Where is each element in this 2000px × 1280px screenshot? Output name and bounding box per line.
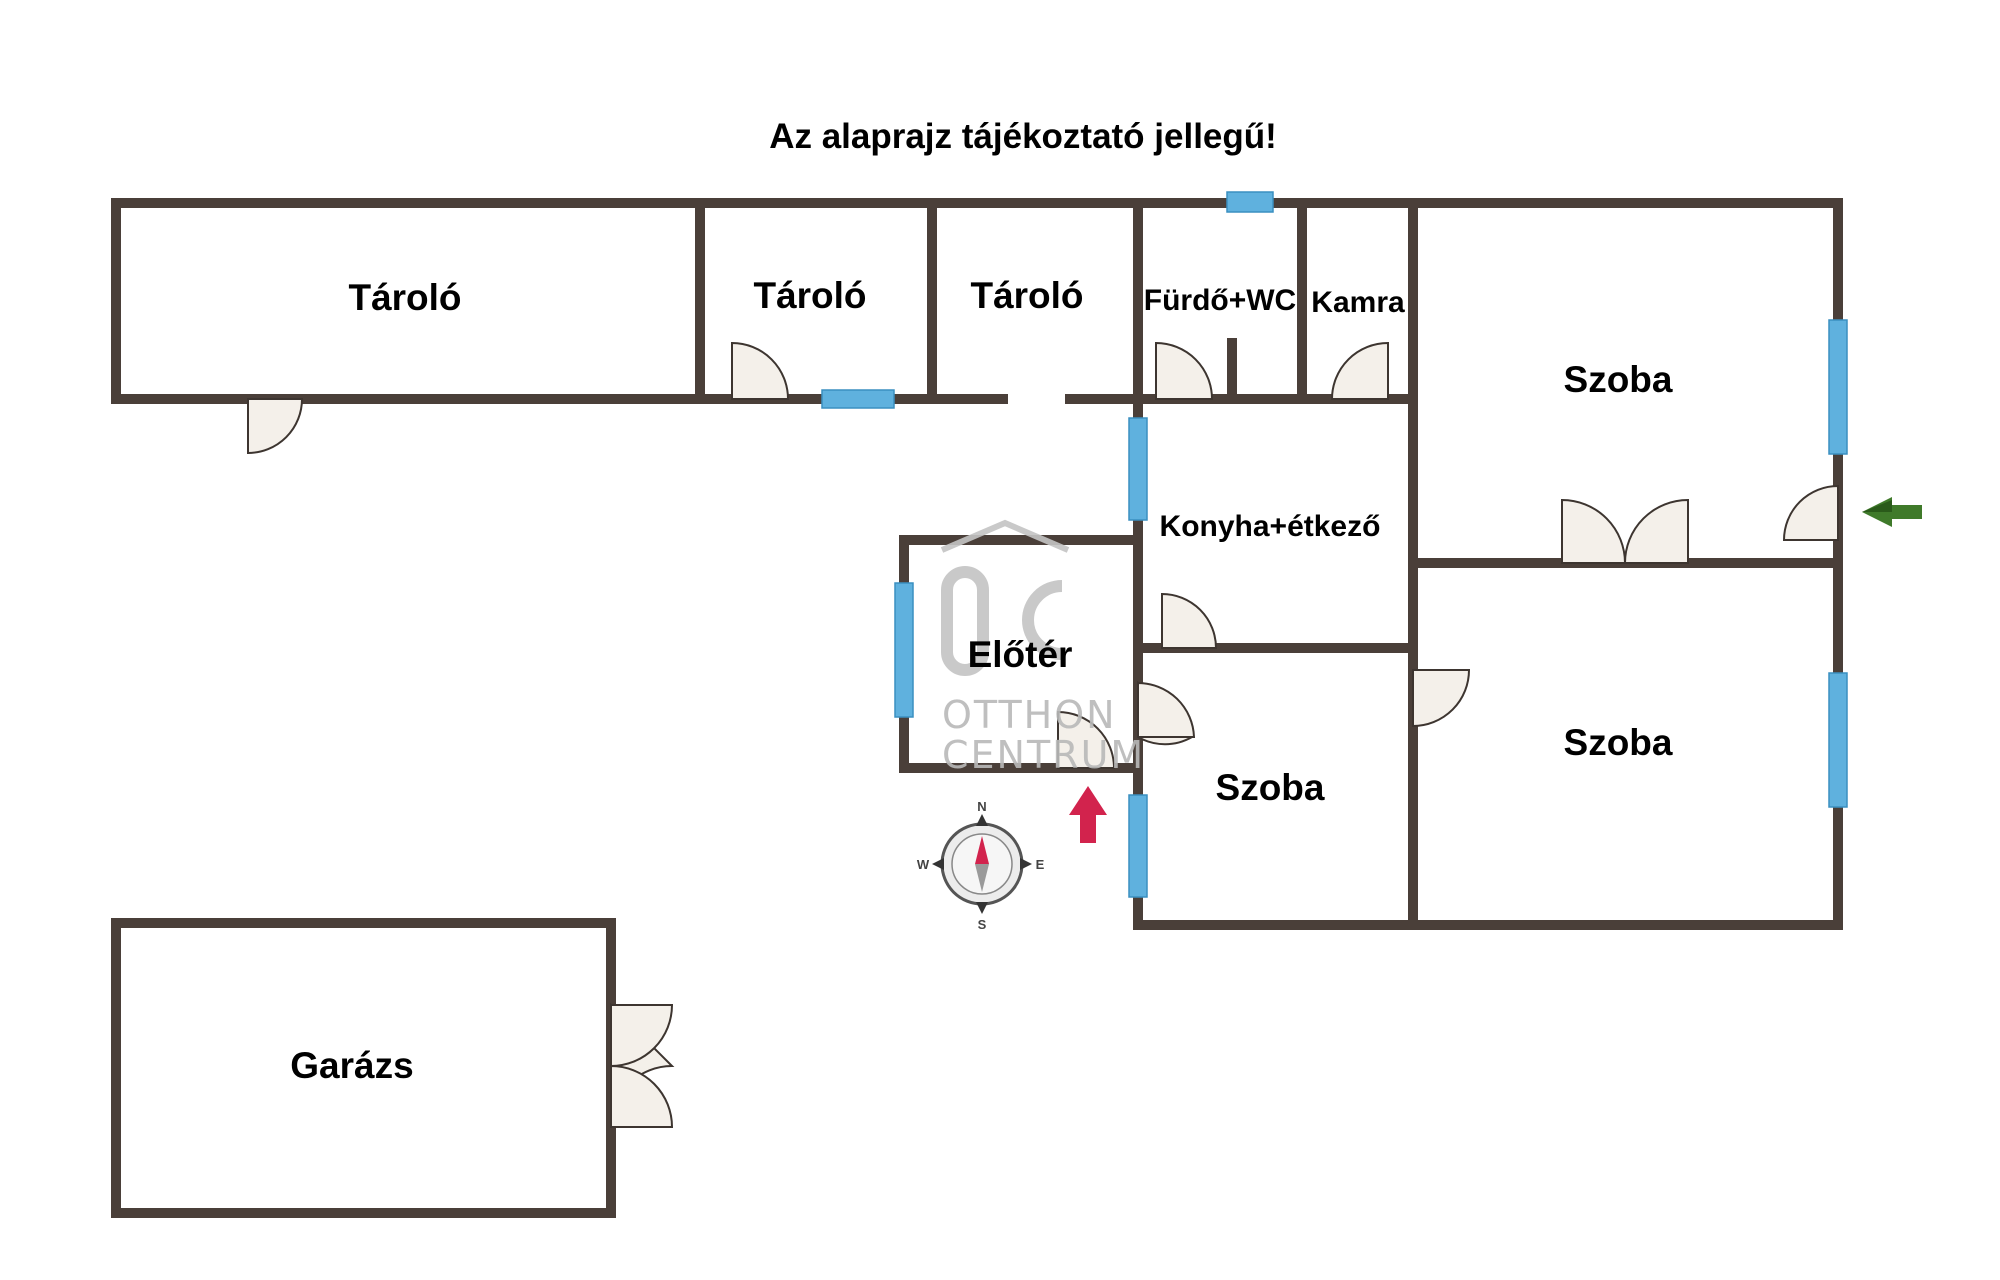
door <box>1782 484 1839 541</box>
window <box>1226 191 1274 213</box>
compass-icon: N S E W <box>917 799 1045 932</box>
room-label-storage-3: Tároló <box>970 275 1083 316</box>
side-entrance-arrow-icon <box>1862 497 1922 527</box>
double-door <box>1561 498 1627 564</box>
door <box>1137 681 1196 738</box>
window <box>1828 672 1848 808</box>
door <box>1330 341 1389 400</box>
window <box>1128 417 1148 521</box>
room-label-room-bottom-middle: Szoba <box>1216 767 1325 808</box>
entrance-arrow-icon <box>1069 786 1107 843</box>
room-label-room-top-right: Szoba <box>1564 359 1673 400</box>
room-label-room-bottom-right: Szoba <box>1564 722 1673 763</box>
compass-e-label: E <box>1036 857 1045 872</box>
double-door <box>1623 498 1689 564</box>
room-label-bathroom: Fürdő+WC <box>1144 284 1296 317</box>
room-label-pantry: Kamra <box>1311 286 1405 319</box>
window <box>894 582 914 718</box>
room-label-kitchen: Konyha+étkező <box>1160 510 1381 543</box>
window <box>821 389 895 409</box>
door <box>731 341 790 400</box>
windows <box>821 191 1848 898</box>
watermark-text-line2: CENTRUM <box>942 733 1145 777</box>
compass-s-label: S <box>978 917 987 932</box>
compass-w-label: W <box>917 857 930 872</box>
window <box>1828 319 1848 455</box>
door <box>247 398 304 455</box>
garage-door <box>610 1064 674 1128</box>
compass-n-label: N <box>977 799 986 814</box>
door <box>1155 341 1214 400</box>
door <box>1161 592 1218 649</box>
room-label-storage-1: Tároló <box>348 277 461 318</box>
watermark-text-line1: OTTHON <box>942 693 1117 737</box>
watermark-logo: OTTHON CENTRUM <box>940 519 1145 777</box>
room-labels: Tároló Tároló Tároló Fürdő+WC Kamra Szob… <box>290 275 1673 1086</box>
room-label-storage-2: Tároló <box>753 275 866 316</box>
doors <box>247 341 1839 1128</box>
door <box>1057 710 1116 769</box>
room-label-hall: Előtér <box>968 634 1073 675</box>
room-label-garage: Garázs <box>290 1045 413 1086</box>
door <box>1412 669 1471 728</box>
window <box>1128 794 1148 898</box>
plan-title: Az alaprajz tájékoztató jellegű! <box>769 117 1277 156</box>
